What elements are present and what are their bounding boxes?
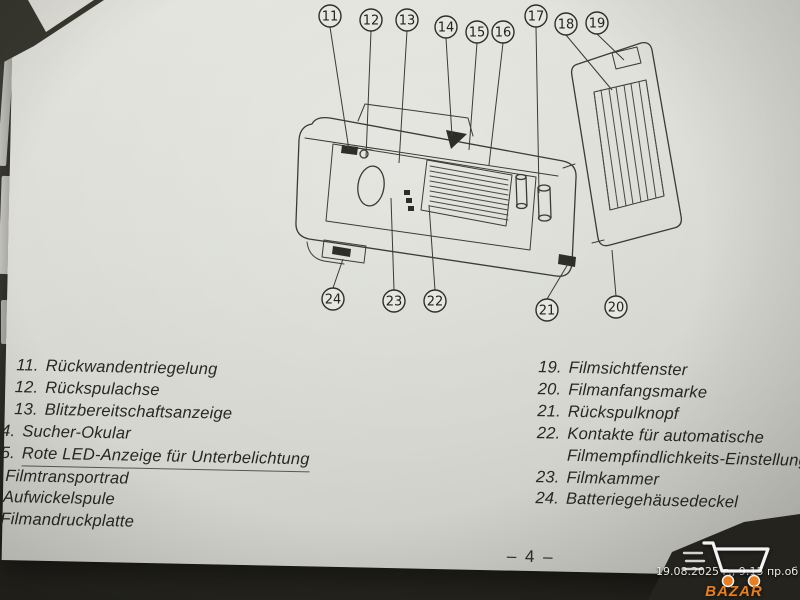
svg-text:12: 12	[363, 13, 380, 28]
part-number: 15.	[0, 443, 16, 462]
part-item: 24.Batteriegehäusedeckel	[522, 488, 800, 516]
film-gate-hatch	[429, 165, 509, 221]
door-hinge	[562, 163, 576, 169]
camera-diagram: 11 12 13 14 15 16 17 18 19 20 21 22 23 2…	[295, 4, 682, 322]
callout-22: 22	[423, 204, 447, 313]
part-number: 12.	[14, 378, 39, 397]
film-compartment	[325, 143, 537, 251]
battery-cover	[321, 239, 367, 264]
part-number: 13.	[14, 399, 38, 419]
viewfinder-eyepiece	[446, 130, 467, 149]
bazar-logo: BAZAR	[682, 541, 770, 599]
svg-text:20: 20	[608, 301, 625, 316]
svg-text:22: 22	[427, 295, 444, 310]
part-number: 22.	[536, 423, 561, 443]
part-label: Filmsichtfenster	[568, 358, 688, 380]
svg-text:23: 23	[386, 295, 403, 310]
callout-20: 20	[604, 249, 628, 319]
pressure-plate	[593, 79, 665, 211]
back-release-latch	[341, 145, 358, 155]
svg-text:19: 19	[589, 17, 606, 32]
svg-text:17: 17	[528, 9, 545, 24]
callout-12: 12	[359, 8, 383, 159]
svg-text:24: 24	[325, 293, 342, 308]
callout-21: 21	[535, 263, 569, 322]
part-label: Filmkammer	[566, 468, 660, 489]
svg-text:18: 18	[558, 17, 575, 32]
callout-18: 18	[554, 12, 613, 91]
back-door	[570, 42, 682, 247]
camera-drawing	[295, 42, 682, 277]
rewind-shaft	[359, 149, 369, 159]
callout-13: 13	[395, 8, 419, 164]
svg-text:14: 14	[438, 20, 455, 35]
callout-24: 24	[321, 258, 345, 311]
callout-23: 23	[382, 197, 406, 313]
film-window	[611, 46, 642, 70]
part-number: 21.	[537, 401, 562, 421]
parts-list-right: 19.Filmsichtfenster 20.Filmanfangsmarke …	[522, 357, 800, 516]
manual-page: 11 12 13 14 15 16 17 18 19 20 21 22 23 2…	[0, 0, 800, 578]
pressure-plate-hatch	[593, 79, 665, 211]
callout-17: 17	[524, 4, 548, 194]
svg-text:11: 11	[322, 9, 339, 24]
callout-15: 15	[465, 20, 489, 151]
part-number: 23.	[535, 467, 560, 487]
part-number: 14.	[0, 421, 16, 440]
part-number: 11.	[16, 356, 39, 375]
svg-text:21: 21	[539, 304, 556, 319]
logo-text: BAZAR	[705, 583, 763, 599]
callout-19: 19	[585, 11, 625, 61]
camera-body-outline	[295, 116, 577, 277]
parts-list-left: 11.Rückwandentriegelung 12.Rückspulachse…	[0, 355, 312, 538]
page-number: – 4 –	[506, 546, 555, 567]
film-chamber	[357, 165, 385, 207]
part-number: 24.	[535, 489, 560, 509]
part-label: Rückspulachse	[45, 378, 160, 400]
part-label: Filmanfangsmarke	[568, 380, 708, 402]
part-number: 20.	[537, 380, 562, 399]
takeup-spool	[537, 184, 552, 222]
callout-11: 11	[318, 4, 350, 151]
svg-text:16: 16	[495, 26, 512, 41]
rewind-release-knob	[558, 253, 576, 267]
part-label: Filmtransportrad	[5, 466, 129, 488]
sprocket-wheel	[515, 173, 528, 210]
diagram-callouts: 11 12 13 14 15 16 17 18 19 20 21 22 23 2…	[318, 4, 628, 322]
callout-16: 16	[488, 20, 515, 166]
part-label: Rückspulknopf	[567, 402, 679, 423]
shopping-cart-icon	[682, 541, 770, 588]
part-label: Aufwickelspule	[2, 488, 116, 509]
svg-text:15: 15	[469, 26, 486, 41]
viewfinder-housing	[357, 103, 474, 137]
svg-text:13: 13	[399, 13, 416, 28]
film-gate	[420, 159, 513, 227]
dx-contacts	[404, 190, 414, 211]
part-label: Filmandruckplatte	[0, 510, 135, 532]
part-number: 19.	[538, 358, 562, 377]
callout-14: 14	[434, 15, 458, 137]
part-label: Batteriegehäusedeckel	[565, 490, 739, 512]
page-edge	[1, 300, 8, 344]
part-label: Sucher-Okular	[22, 422, 132, 443]
